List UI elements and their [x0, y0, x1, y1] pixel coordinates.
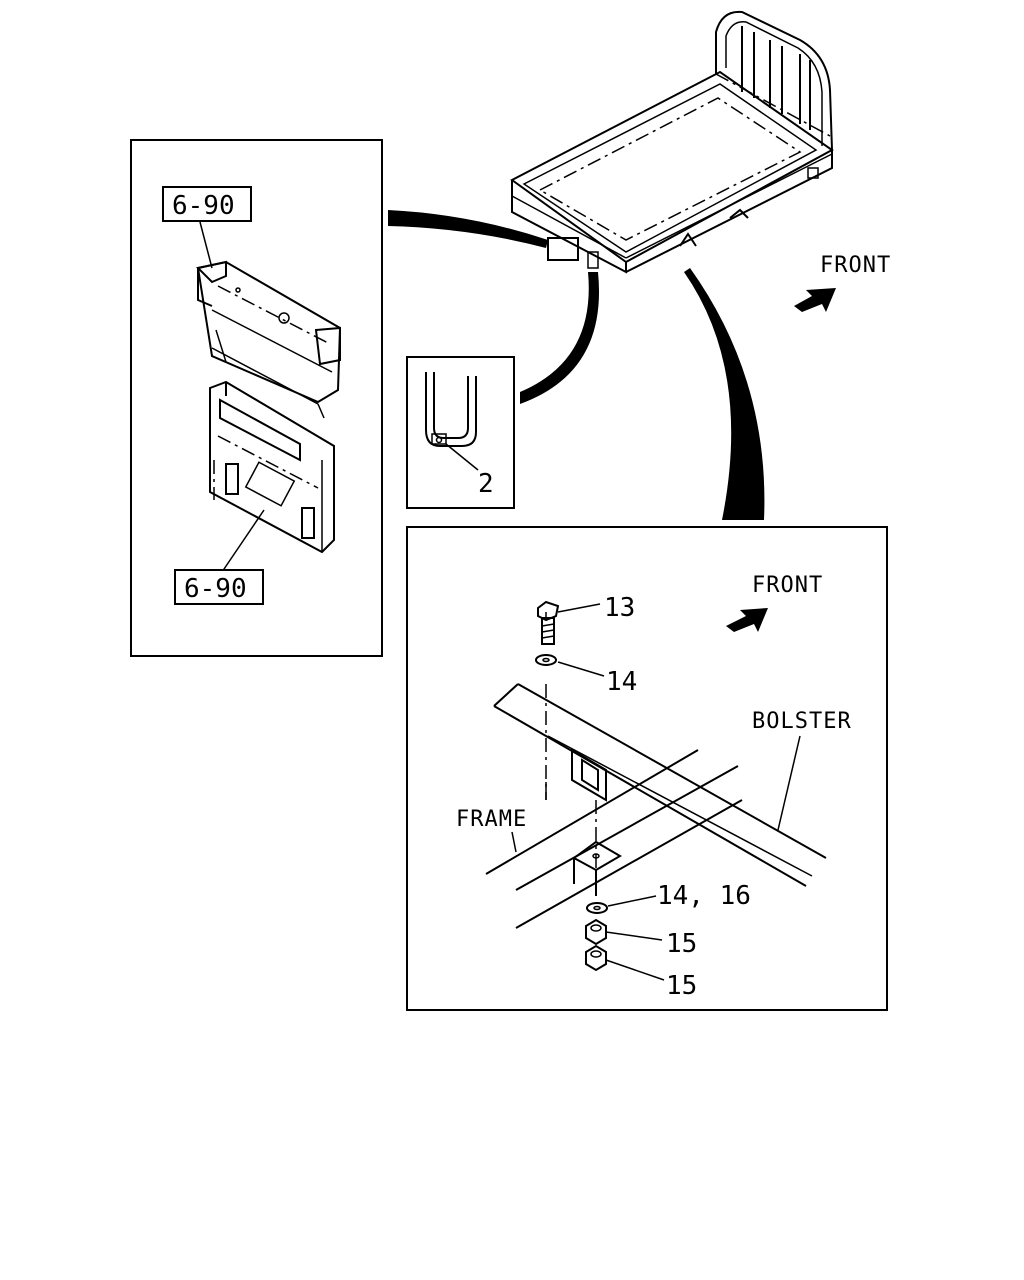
bolt-icon — [537, 600, 560, 645]
u-bolt-icon — [425, 372, 477, 447]
lower-panel-illustration — [209, 380, 335, 554]
frame-rail — [485, 749, 743, 929]
frame-label: FRAME — [456, 807, 527, 832]
part-14-label: 14 — [606, 667, 637, 697]
front-label-main: FRONT — [820, 253, 891, 278]
part-15-lower-label: 15 — [666, 971, 697, 1001]
part-13-label: 13 — [604, 593, 635, 623]
part-2-label: 2 — [478, 469, 494, 499]
ref-6-90-bottom: 6-90 — [174, 509, 265, 605]
nut-icon — [585, 918, 607, 946]
bolster-beam — [493, 683, 827, 887]
u-bolt-detail-box — [406, 356, 515, 509]
washer-icon — [586, 902, 608, 914]
front-arrow-icon — [726, 608, 768, 632]
part-14-16-label: 14, 16 — [657, 881, 751, 911]
ref-6-90-top: 6-90 — [162, 186, 252, 269]
bolster-detail-box — [406, 526, 888, 1011]
frame-bracket — [571, 748, 622, 896]
washer-icon — [535, 654, 557, 666]
connector-sweeps — [388, 210, 765, 520]
nut-icon — [585, 944, 607, 972]
truck-bed-illustration — [510, 10, 834, 274]
front-arrow-icon — [794, 288, 836, 312]
front-label-detail: FRONT — [752, 573, 823, 598]
ref-6-90-top-label: 6-90 — [172, 191, 235, 221]
ref-6-90-bottom-label: 6-90 — [184, 574, 247, 604]
bolster-label: BOLSTER — [752, 709, 852, 734]
upper-panel-illustration — [195, 260, 342, 419]
part-15-upper-label: 15 — [666, 929, 697, 959]
